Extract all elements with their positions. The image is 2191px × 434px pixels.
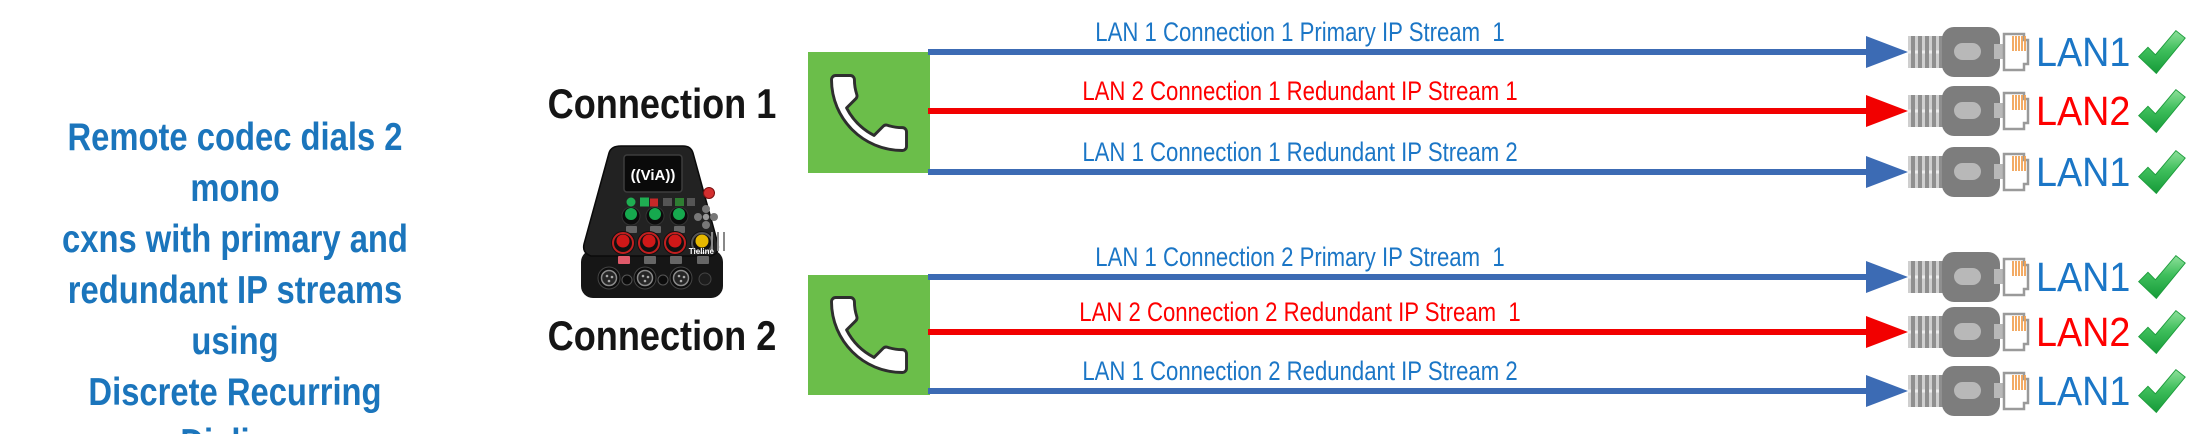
lan-badge: LAN2	[2036, 309, 2131, 355]
stream-row: LAN 1 Connection 2 Primary IP Stream 1 L…	[0, 242, 2191, 304]
stream-line	[928, 169, 1872, 175]
stream-row: LAN 1 Connection 1 Primary IP Stream 1 L…	[0, 17, 2191, 79]
stream-line	[928, 274, 1872, 280]
lan-badge: LAN2	[2036, 88, 2131, 134]
check-icon	[2138, 30, 2186, 74]
arrowhead-icon	[1866, 316, 1908, 348]
arrowhead-icon	[1866, 156, 1908, 188]
via-codec-device: ((ViA))	[581, 145, 725, 298]
caption: Remote codec dials 2 mono cxns with prim…	[38, 112, 433, 434]
caption-line: Discrete Recurring Dialing	[88, 371, 382, 434]
arrowhead-icon	[1866, 36, 1908, 68]
lan-badge: LAN1	[2036, 29, 2131, 75]
connection-1-label: Connection 1	[547, 80, 777, 127]
ethernet-plug-icon	[1908, 86, 2030, 136]
check-icon	[2138, 369, 2186, 413]
ethernet-plug-icon	[1908, 27, 2030, 77]
stream-line	[928, 49, 1872, 55]
stream-line	[928, 108, 1872, 114]
check-icon	[2138, 255, 2186, 299]
arrowhead-icon	[1866, 375, 1908, 407]
check-icon	[2138, 310, 2186, 354]
lan-badge: LAN1	[2036, 368, 2131, 414]
lan-badge: LAN1	[2036, 149, 2131, 195]
stream-label: LAN 1 Connection 1 Primary IP Stream 1	[1095, 17, 1505, 47]
check-icon	[2138, 150, 2186, 194]
stream-label: LAN 2 Connection 1 Redundant IP Stream 1	[1082, 76, 1518, 106]
stream-label: LAN 2 Connection 2 Redundant IP Stream 1	[1079, 297, 1521, 327]
stream-line	[928, 329, 1872, 335]
phone-call-box-1	[808, 52, 930, 173]
arrowhead-icon	[1866, 95, 1908, 127]
arrowhead-icon	[1866, 261, 1908, 293]
stream-label: LAN 1 Connection 2 Redundant IP Stream 2	[1082, 356, 1518, 386]
connection-2-label: Connection 2	[547, 312, 777, 359]
caption-line: cxns with primary and	[62, 218, 408, 261]
via-codec-screen: ((ViA))	[631, 167, 676, 184]
ethernet-plug-icon	[1908, 252, 2030, 302]
stream-row: LAN 2 Connection 2 Redundant IP Stream 1…	[0, 297, 2191, 359]
lan-badge: LAN1	[2036, 254, 2131, 300]
stream-label: LAN 1 Connection 1 Redundant IP Stream 2	[1082, 137, 1518, 167]
stream-line	[928, 388, 1872, 394]
stream-row: LAN 1 Connection 2 Redundant IP Stream 2…	[0, 356, 2191, 418]
ethernet-plug-icon	[1908, 147, 2030, 197]
device-brand-label: Tieline	[689, 247, 715, 256]
ethernet-plug-icon	[1908, 366, 2030, 416]
caption-line: redundant IP streams using	[67, 269, 403, 363]
check-icon	[2138, 89, 2186, 133]
stream-label: LAN 1 Connection 2 Primary IP Stream 1	[1095, 242, 1505, 272]
phone-call-box-2	[808, 275, 930, 395]
stream-row: LAN 1 Connection 1 Redundant IP Stream 2…	[0, 137, 2191, 199]
caption-line: Remote codec dials 2 mono	[67, 116, 403, 210]
ethernet-plug-icon	[1908, 307, 2030, 357]
stream-row: LAN 2 Connection 1 Redundant IP Stream 1…	[0, 76, 2191, 138]
